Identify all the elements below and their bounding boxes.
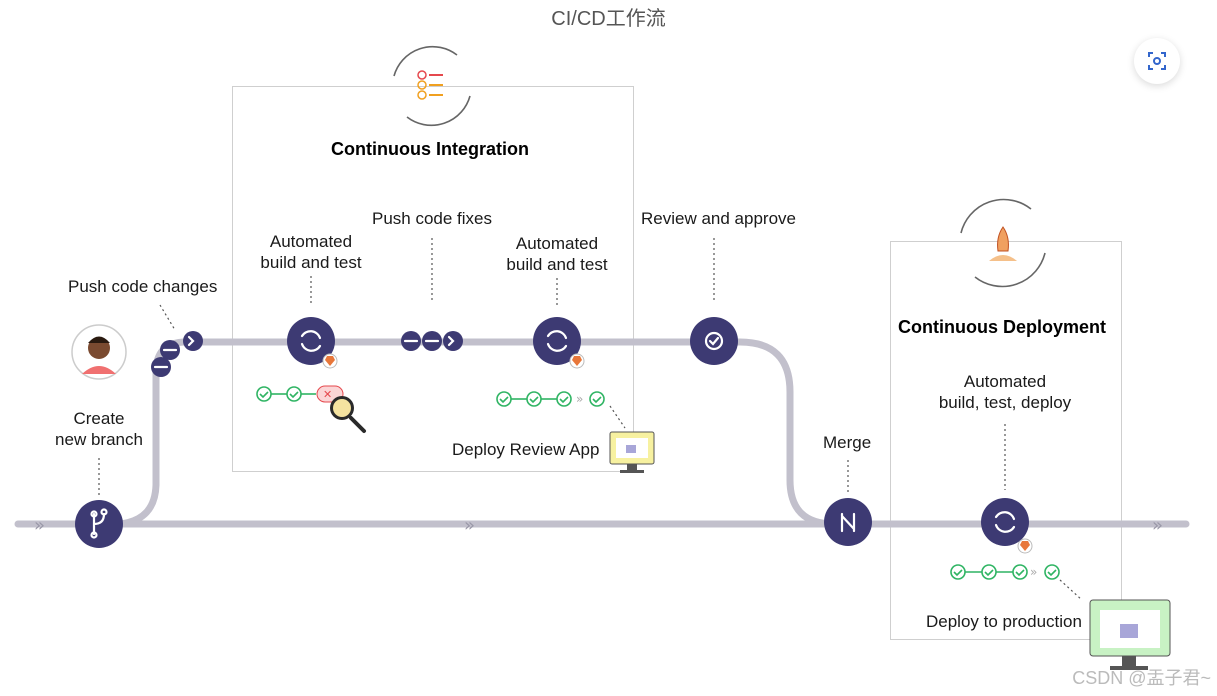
scan-button[interactable] <box>1134 38 1180 84</box>
cd-title: Continuous Deployment <box>898 317 1106 337</box>
monitor-icon <box>609 431 655 473</box>
ci-title: Continuous Integration <box>331 139 529 159</box>
push-fixes-label: Push code fixes <box>372 209 493 228</box>
sync-node-2 <box>533 317 581 365</box>
push-changes-label: Push code changes <box>68 277 218 296</box>
ci-box <box>232 86 634 472</box>
approve-node <box>690 317 738 365</box>
build-deploy-label: Automated build, test, deploy <box>938 372 1072 412</box>
merge-label: Merge <box>823 433 872 452</box>
svg-text:»: » <box>1030 565 1037 579</box>
scan-icon <box>1148 52 1166 70</box>
sync-node-1 <box>287 317 335 365</box>
branch-track <box>116 338 838 528</box>
deploy-prod-label: Deploy to production <box>926 612 1082 631</box>
build-test-label-2: Automated build and test <box>506 234 608 274</box>
chevron-icon: » <box>464 515 475 536</box>
checklist-icon <box>393 45 471 127</box>
rocket-icon <box>960 198 1046 288</box>
avatar-icon <box>71 324 127 380</box>
gitlab-badge-icon <box>322 353 1033 554</box>
csdn-watermark: CSDN @盂子君~ <box>1072 668 1211 688</box>
create-branch-label: Create new branch <box>55 409 143 449</box>
monitor-icon <box>1089 599 1171 670</box>
svg-text:✕: ✕ <box>323 388 332 401</box>
chevron-icon: » <box>34 515 45 536</box>
page-title: CI/CD工作流 <box>551 8 666 30</box>
chevron-icon: » <box>1152 515 1163 536</box>
bug-search-icon <box>330 396 366 433</box>
build-test-label-1: Automated build and test <box>260 232 362 272</box>
svg-text:»: » <box>576 392 583 406</box>
review-approve-label: Review and approve <box>641 209 796 228</box>
deploy-review-label: Deploy Review App <box>452 440 600 459</box>
sync-node-3 <box>981 498 1029 546</box>
